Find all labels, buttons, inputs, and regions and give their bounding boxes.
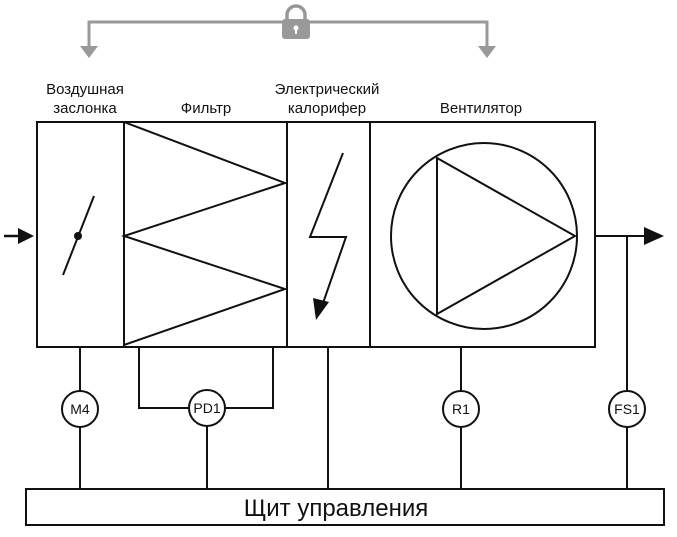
heater-label-line2: калорифер <box>288 100 366 117</box>
outlet-arrow <box>595 227 664 245</box>
filter-symbol <box>120 121 289 346</box>
fan-label: Вентилятор <box>440 100 522 117</box>
damper-label-line1: Воздушная <box>46 81 124 98</box>
damper-symbol <box>62 195 95 276</box>
sensor-r1: R1 <box>442 390 480 428</box>
sensor-m4-label: M4 <box>70 401 90 417</box>
heater-label-line1: Электрический <box>275 81 380 98</box>
sensor-r1-label: R1 <box>452 401 470 417</box>
control-panel-label: Щит управления <box>244 495 428 522</box>
interlock-arrow-right <box>478 46 496 58</box>
control-panel-box <box>25 488 665 526</box>
fan-symbol <box>390 142 578 330</box>
interlock-arrow-left <box>80 46 98 58</box>
sensor-pd1: PD1 <box>188 389 226 427</box>
inlet-arrow <box>4 228 34 244</box>
sensor-fs1: FS1 <box>608 390 646 428</box>
damper-label-line2: заслонка <box>53 100 117 117</box>
sensor-pd1-label: PD1 <box>193 400 220 416</box>
sensor-fs1-label: FS1 <box>614 401 640 417</box>
wiring <box>79 236 628 489</box>
sensor-m4: M4 <box>61 390 99 428</box>
heater-symbol <box>308 152 348 320</box>
unit-casing <box>36 121 596 348</box>
filter-label: Фильтр <box>181 100 231 117</box>
lock-icon <box>282 4 310 39</box>
